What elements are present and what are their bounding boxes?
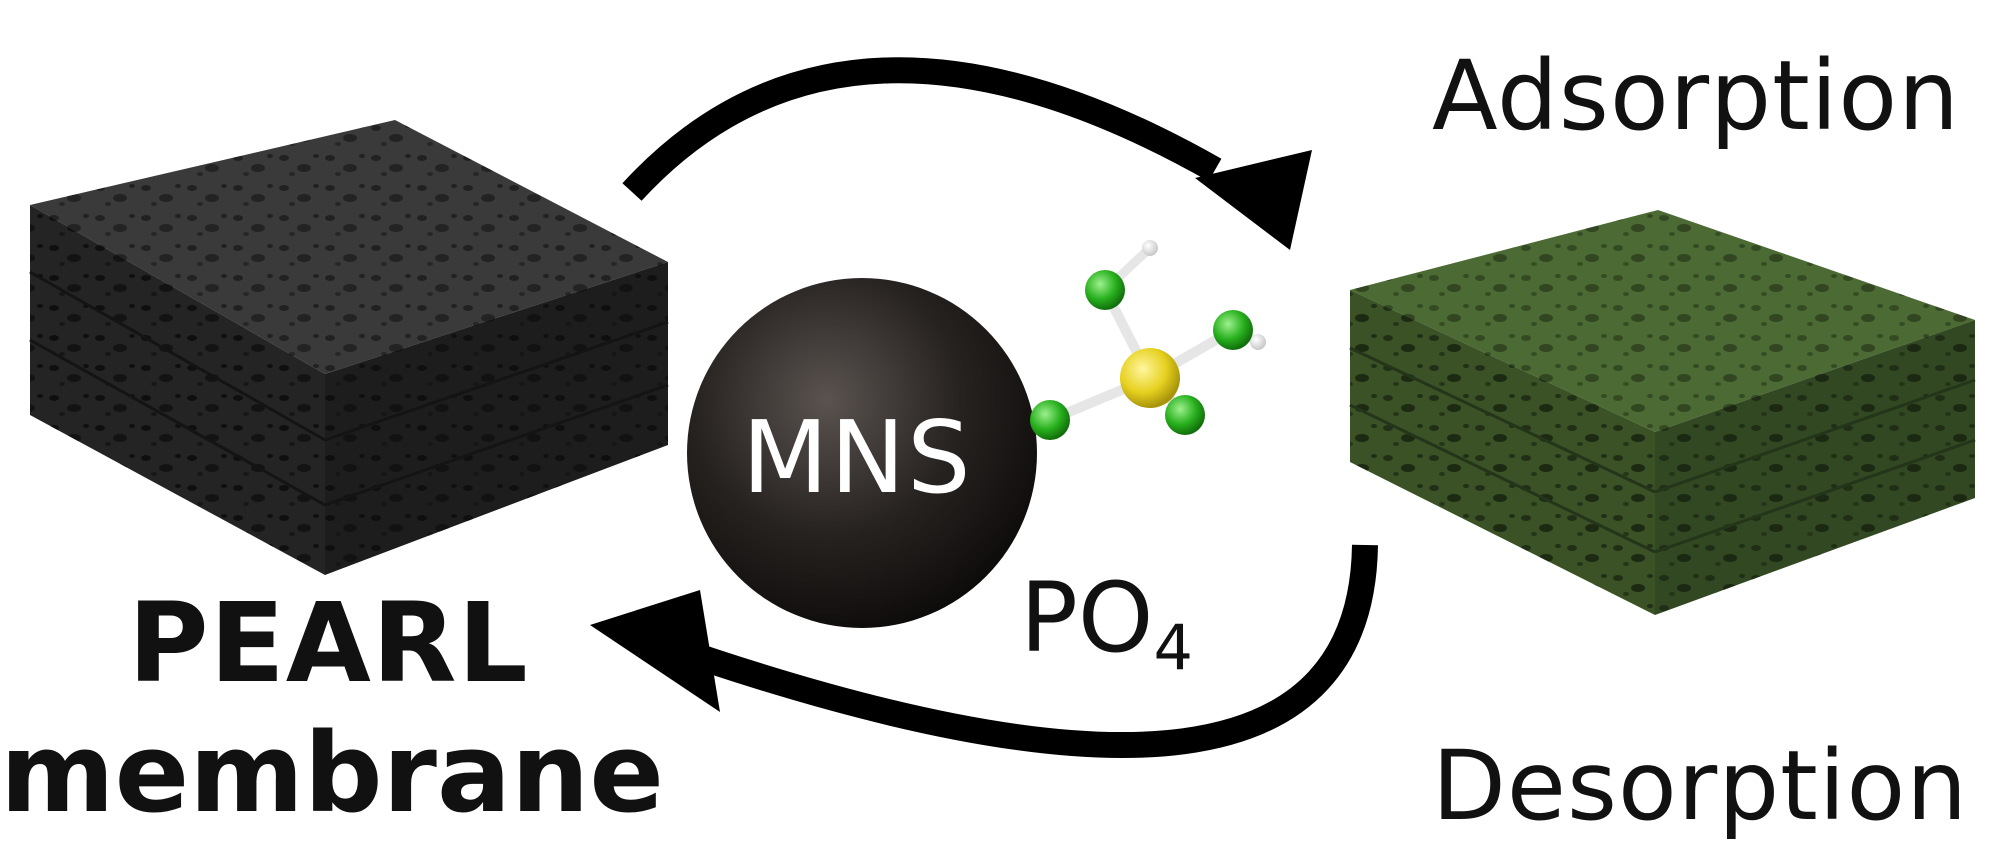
bottom-curved-arrow-icon — [590, 544, 1378, 758]
hydrogen-atom — [1142, 240, 1158, 256]
oxygen-atom — [1213, 310, 1253, 350]
desorption-label: Desorption — [1432, 730, 1969, 842]
phosphate-label-subscript: 4 — [1153, 611, 1193, 684]
adsorption-label: Adsorption — [1432, 40, 1960, 152]
mns-particle — [687, 278, 1037, 628]
membrane-block-left — [29, 120, 669, 575]
top-curved-arrow-icon — [622, 57, 1312, 250]
phosphate-label: PO4 — [1020, 570, 1193, 679]
oxygen-atom — [1165, 395, 1205, 435]
membrane-block-right — [1349, 210, 1976, 615]
oxygen-atom — [1030, 400, 1070, 440]
oxygen-atom — [1085, 270, 1125, 310]
hydrogen-atom — [1250, 334, 1266, 350]
mns-label: MNS — [742, 399, 973, 516]
phosphate-molecule-icon — [1030, 240, 1266, 440]
phosphorus-atom — [1120, 348, 1180, 408]
phosphate-label-main: PO — [1020, 562, 1154, 674]
membrane-label-line1: PEARL — [128, 579, 529, 707]
membrane-label-line2: membrane — [0, 709, 664, 837]
